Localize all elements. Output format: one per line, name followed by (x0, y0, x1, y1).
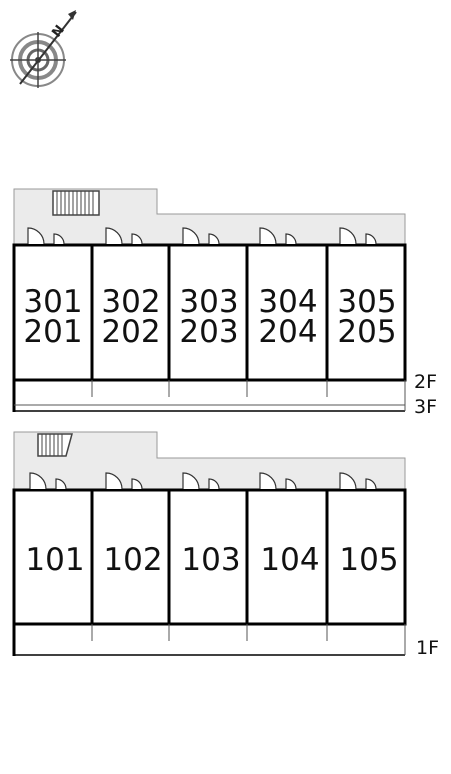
unit-label: 104 (260, 542, 319, 578)
door-icon (27, 227, 65, 245)
unit-label: 102 (103, 542, 162, 578)
upper-doors (27, 227, 377, 245)
compass-north-icon: N (10, 10, 77, 88)
lower-doors (29, 472, 377, 490)
unit-label: 103 (181, 542, 240, 578)
door-icon (259, 227, 297, 245)
door-icon (29, 472, 67, 490)
unit-label-upper: 301 (23, 284, 82, 320)
lower-units-outline (12, 488, 407, 626)
door-icon (105, 227, 143, 245)
unit-label: 105 (339, 542, 398, 578)
unit-label: 101 (25, 542, 84, 578)
door-icon (339, 472, 377, 490)
upper-building-block: 301 201 302 202 303 203 304 204 305 205 … (12, 188, 437, 418)
unit-label-lower: 202 (101, 314, 160, 350)
lower-balcony (12, 624, 406, 656)
unit-label-upper: 303 (179, 284, 238, 320)
unit-label-upper: 305 (337, 284, 396, 320)
floor-label: 3F (414, 396, 437, 418)
upper-balcony (12, 380, 406, 412)
unit-label-upper: 302 (101, 284, 160, 320)
unit-label-upper: 304 (258, 284, 317, 320)
lower-stairs-icon (37, 433, 73, 457)
door-icon (105, 472, 143, 490)
unit-label-lower: 204 (258, 314, 317, 350)
upper-stairs-icon (52, 190, 100, 216)
floor-label: 2F (414, 371, 437, 393)
unit-label-lower: 201 (23, 314, 82, 350)
unit-label-lower: 205 (337, 314, 396, 350)
door-icon (182, 227, 220, 245)
door-icon (339, 227, 377, 245)
door-icon (259, 472, 297, 490)
unit-label-lower: 203 (179, 314, 238, 350)
floor-label: 1F (416, 637, 439, 659)
upper-units-outline (12, 243, 407, 382)
door-icon (182, 472, 220, 490)
lower-building-block: 101 102 103 104 105 1F (12, 431, 439, 659)
